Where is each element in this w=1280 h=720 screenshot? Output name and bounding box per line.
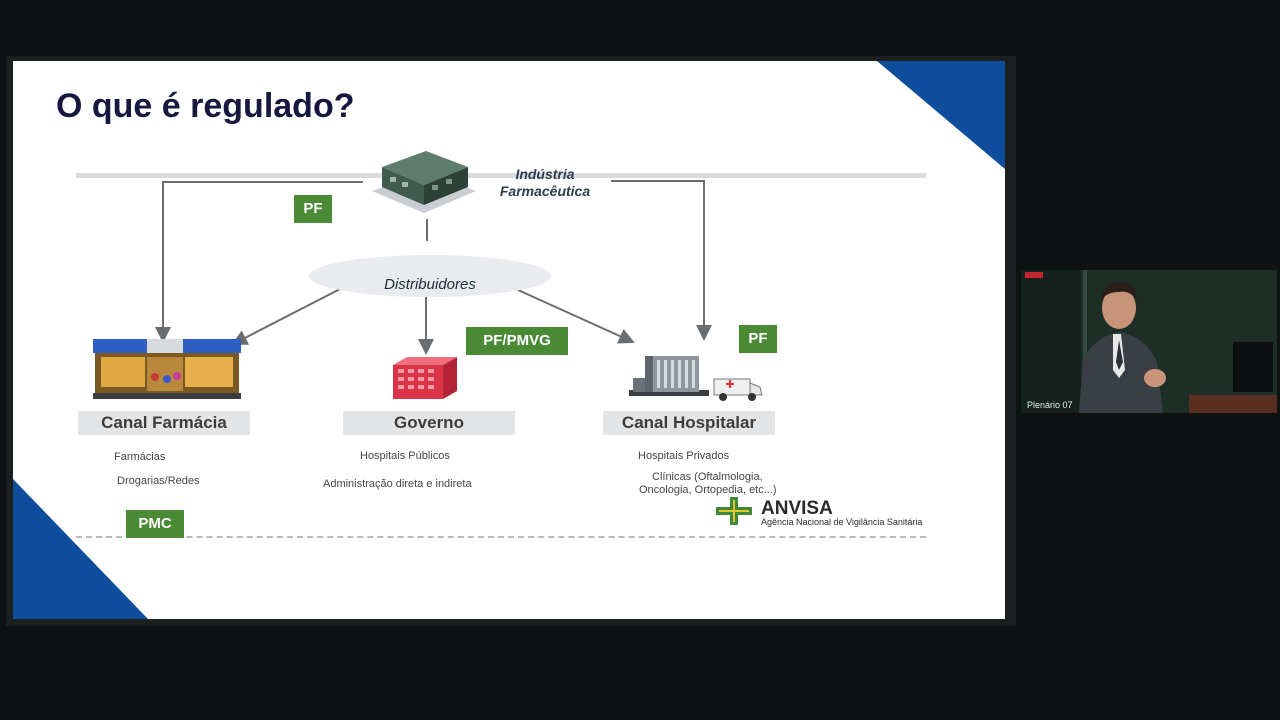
corner-decoration-top-right [877, 61, 1005, 169]
ambulance-icon [713, 378, 763, 401]
industry-label-line1: Indústria [515, 166, 575, 182]
channel-hospitalar-title: Canal Hospitalar [603, 411, 775, 435]
hospital-icon [629, 356, 709, 396]
anvisa-logo-subtitle: Agência Nacional de Vigilância Sanitária [761, 517, 923, 527]
presentation-slide: O que é regulado? Indústria Farmacêutica… [13, 61, 1005, 619]
channel-farmacia-item: Drogarias/Redes [117, 475, 200, 487]
arrow-distributors-to-pharmacy [231, 288, 341, 345]
channel-farmacia-title: Canal Farmácia [78, 411, 250, 435]
factory-icon [372, 151, 476, 213]
channel-governo-item: Administração direta e indireta [323, 478, 472, 490]
channel-hospitalar-item: Oncologia, Ortopedia, etc...) [639, 484, 777, 496]
pharmacy-store-icon [93, 339, 241, 399]
badge-pf-industry: PF [294, 195, 332, 223]
government-building-icon [393, 357, 457, 399]
arrow-industry-to-hospital [611, 180, 712, 341]
top-divider [76, 173, 926, 178]
arrow-industry-to-pharmacy [155, 181, 363, 343]
distributors-ellipse [309, 255, 551, 297]
corner-decoration-bottom-left [13, 479, 148, 619]
channel-hospitalar-item: Hospitais Privados [638, 450, 730, 462]
channel-governo-title: Governo [343, 411, 515, 435]
anvisa-cross-icon [716, 497, 752, 525]
badge-pf-hospital: PF [739, 325, 777, 353]
camera-caption: Plenário 07 [1027, 400, 1073, 410]
flow-arrows [155, 180, 712, 355]
slide-title: O que é regulado? [56, 87, 355, 125]
bottom-divider [76, 536, 926, 538]
channel-hospitalar-item: Clínicas (Oftalmologia, [652, 471, 763, 483]
speaker-image [1021, 270, 1277, 413]
channel-governo-item: Hospitais Públicos [360, 450, 450, 462]
distributors-label: Distribuidores [384, 276, 476, 293]
industry-label-line2: Farmacêutica [499, 183, 591, 199]
arrow-distributors-to-hospital [517, 289, 635, 344]
speaker-video-feed: Plenário 07 [1021, 270, 1277, 413]
badge-pf-pmvg: PF/PMVG [466, 327, 568, 355]
badge-pmc: PMC [126, 510, 184, 538]
channel-farmacia-item: Farmácias [114, 451, 166, 463]
industry-label: Indústria Farmacêutica [475, 166, 615, 200]
anvisa-logo-name: ANVISA [761, 498, 833, 519]
